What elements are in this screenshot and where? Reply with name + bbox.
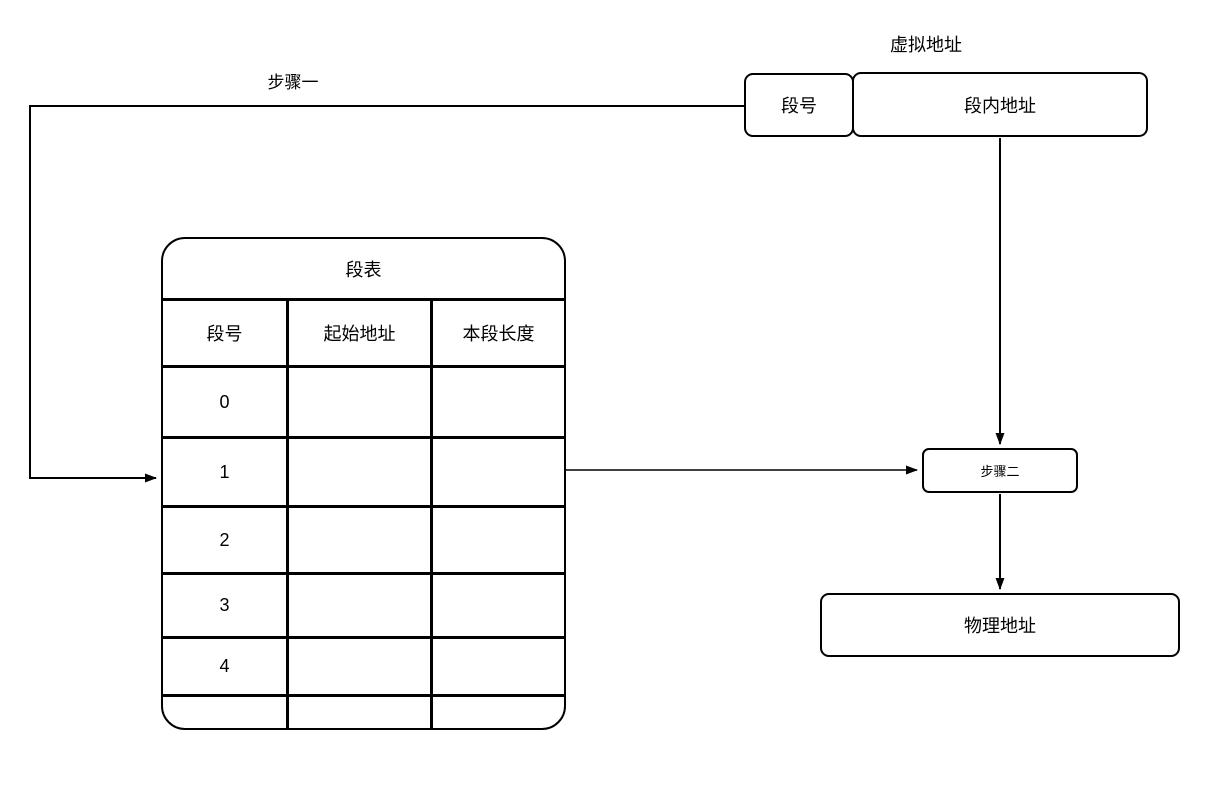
physical-address-box-label: 物理地址 [964, 616, 1036, 636]
cell-segment-length [433, 508, 564, 572]
segment-offset-box: 段内地址 [852, 72, 1148, 137]
table-row-partial [163, 697, 564, 728]
cell-segment-number: 4 [163, 639, 289, 694]
segment-offset-box-label: 段内地址 [964, 95, 1036, 116]
table-row: 2 [163, 508, 564, 575]
header-cell-segment-length: 本段长度 [462, 324, 535, 344]
segment-table-title: 段表 [163, 239, 564, 301]
segment-number-box-label: 段号 [781, 96, 817, 116]
cell-segment-length [433, 639, 564, 694]
cell-start-address [289, 697, 433, 728]
header-cell-segment-number: 段号 [163, 301, 289, 365]
cell-segment-number: 2 [163, 508, 289, 572]
cell-start-address [289, 439, 433, 505]
cell-segment-number: 0 [163, 368, 289, 436]
step2-box: 步骤二 [922, 448, 1078, 493]
segment-table: 段表 段号 起始地址 本段长度 0 1 2 3 4 [161, 237, 566, 730]
table-row: 0 [163, 368, 564, 439]
cell-segment-length [433, 575, 564, 636]
virtual-address-label: 虚拟地址 [890, 35, 962, 55]
cell-segment-number: 3 [163, 575, 289, 636]
segment-table-header-row: 段号 起始地址 本段长度 [163, 301, 564, 368]
cell-segment-length [433, 697, 564, 728]
step2-box-label: 步骤二 [980, 464, 1020, 479]
cell-segment-number [163, 697, 289, 728]
cell-segment-length [433, 368, 564, 436]
cell-segment-number: 1 [163, 439, 289, 505]
table-row: 1 [163, 439, 564, 508]
cell-start-address [289, 368, 433, 436]
cell-start-address [289, 575, 433, 636]
cell-segment-length [433, 439, 564, 505]
cell-start-address [289, 508, 433, 572]
physical-address-box: 物理地址 [820, 593, 1180, 657]
table-row: 3 [163, 575, 564, 639]
step1-label: 步骤一 [267, 73, 319, 92]
cell-start-address [289, 639, 433, 694]
header-cell-start-address: 起始地址 [289, 301, 433, 365]
table-row: 4 [163, 639, 564, 697]
segment-number-box: 段号 [744, 73, 854, 137]
